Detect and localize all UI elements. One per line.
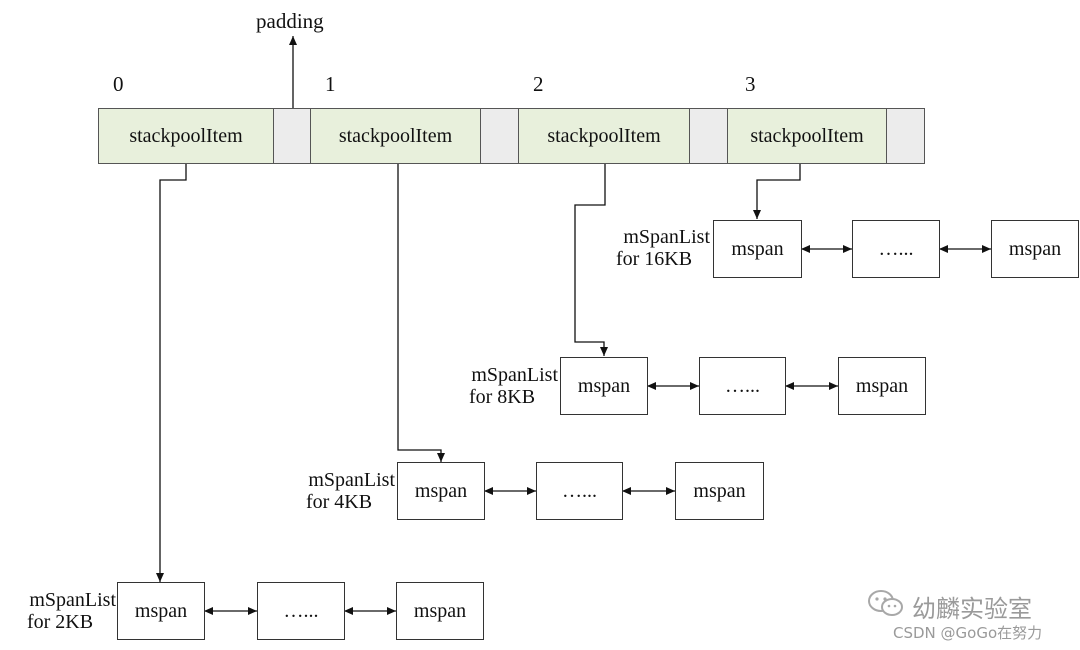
watermark-credit: CSDN @GoGo在努力 bbox=[893, 624, 1043, 642]
stackpool-item-3: stackpoolItem bbox=[727, 108, 887, 164]
list-label-line1: mSpanList bbox=[623, 226, 710, 248]
padding-cell-3 bbox=[886, 108, 925, 164]
wechat-icon bbox=[868, 590, 903, 616]
mspan-4kb-first: mspan bbox=[397, 462, 485, 520]
list-label-2kb: mSpanList for 2KB bbox=[4, 589, 116, 633]
padding-cell-1 bbox=[480, 108, 519, 164]
index-0: 0 bbox=[113, 72, 124, 96]
list-label-line2: for 4KB bbox=[305, 491, 373, 513]
padding-cell-0 bbox=[273, 108, 311, 164]
list-label-4kb: mSpanList for 4KB bbox=[283, 469, 395, 513]
mspan-16kb-last: mspan bbox=[991, 220, 1079, 278]
list-label-line1: mSpanList bbox=[471, 364, 558, 386]
mspan-4kb-last: mspan bbox=[675, 462, 764, 520]
mspan-8kb-first: mspan bbox=[560, 357, 648, 415]
item3-connector bbox=[753, 164, 801, 219]
list-label-16kb: mSpanList for 16KB bbox=[598, 226, 710, 270]
list-label-line2: for 8KB bbox=[468, 386, 536, 408]
mspan-8kb-middle: …... bbox=[699, 357, 786, 415]
padding-label: padding bbox=[256, 9, 324, 33]
mspan-16kb-middle: …... bbox=[852, 220, 940, 278]
mspan-2kb-last: mspan bbox=[396, 582, 484, 640]
list-label-line2: for 16KB bbox=[615, 248, 693, 270]
item1-connector bbox=[397, 164, 445, 462]
mspan-8kb-last: mspan bbox=[838, 357, 926, 415]
list-label-line1: mSpanList bbox=[308, 469, 395, 491]
list-label-8kb: mSpanList for 8KB bbox=[446, 364, 558, 408]
watermark-brand: 幼麟实验室 bbox=[912, 595, 1032, 623]
stackpool-item-1: stackpoolItem bbox=[310, 108, 481, 164]
item0-connector bbox=[156, 164, 187, 582]
padding-cell-2 bbox=[689, 108, 728, 164]
mspan-2kb-middle: …... bbox=[257, 582, 345, 640]
mspan-4kb-middle: …... bbox=[536, 462, 623, 520]
mspan-2kb-first: mspan bbox=[117, 582, 205, 640]
index-1: 1 bbox=[325, 72, 336, 96]
index-2: 2 bbox=[533, 72, 544, 96]
index-3: 3 bbox=[745, 72, 756, 96]
list-label-line2: for 2KB bbox=[26, 611, 94, 633]
mspan-16kb-first: mspan bbox=[713, 220, 802, 278]
stackpool-item-0: stackpoolItem bbox=[98, 108, 274, 164]
stackpool-item-2: stackpoolItem bbox=[518, 108, 690, 164]
list-label-line1: mSpanList bbox=[29, 589, 116, 611]
